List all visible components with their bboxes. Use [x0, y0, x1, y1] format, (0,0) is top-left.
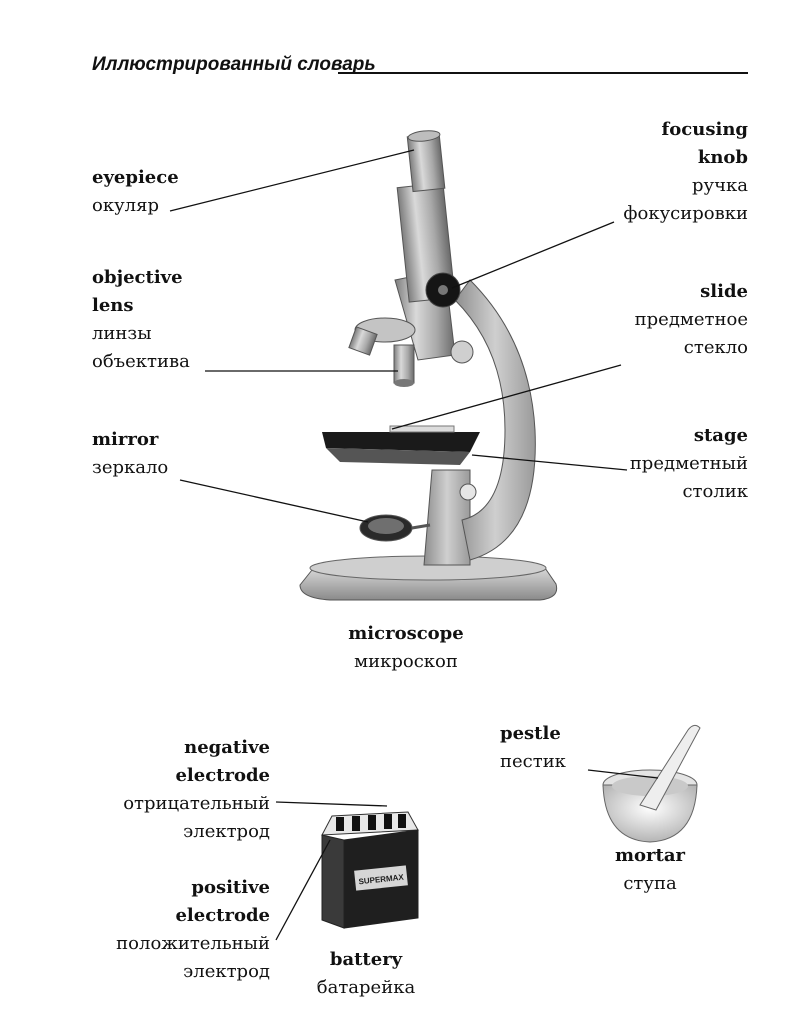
focusing-knob-leader [451, 221, 615, 289]
label-eyepiece: eyepiece окуляр [92, 164, 179, 220]
mirror-en: mirror [92, 429, 159, 450]
battery-en: battery [329, 949, 403, 970]
slide-ru-1: предметное [634, 309, 748, 330]
focusing-knob-ru-2: фокусировки [623, 203, 748, 224]
objective-lens-ru-2: объектива [92, 351, 190, 372]
focusing-knob-en-1: focusing [661, 119, 748, 140]
positive-electrode-en-1: positive [191, 877, 270, 898]
negative-electrode-leader [275, 801, 388, 807]
mirror-ru: зеркало [92, 457, 169, 478]
eyepiece-en: eyepiece [92, 167, 179, 188]
negative-electrode-en-2: electrode [175, 765, 270, 786]
slide-ru-2: стекло [683, 337, 748, 358]
label-focusing-knob: focusing knob ручка фокусировки [623, 116, 748, 228]
eyepiece-ru: окуляр [92, 195, 159, 216]
label-stage: stage предметный столик [630, 422, 748, 506]
label-mortar: mortar ступа [600, 842, 700, 898]
objective-lens-en-1: objective [92, 267, 183, 288]
focusing-knob-en-2: knob [697, 147, 748, 168]
objective-lens-ru-1: линзы [92, 323, 152, 344]
microscope-illustration [299, 130, 558, 601]
page-header: Иллюстрированный словарь [92, 54, 748, 78]
pestle-ru: пестик [500, 751, 566, 772]
positive-electrode-ru-1: положительный [116, 933, 270, 954]
microscope-en: microscope [348, 623, 464, 644]
label-negative-electrode: negative electrode отрицательный электро… [123, 734, 270, 846]
negative-electrode-ru-1: отрицательный [123, 793, 270, 814]
stage-ru-2: столик [682, 481, 748, 502]
slide-en: slide [700, 281, 748, 302]
stage-en: stage [693, 425, 748, 446]
positive-electrode-leader [275, 839, 331, 941]
mortar-pestle-illustration [602, 724, 701, 843]
negative-electrode-ru-2: электрод [183, 821, 270, 842]
label-microscope-title: microscope микроскоп [336, 620, 476, 676]
stage-leader [471, 454, 628, 471]
objective-lens-en-2: lens [92, 295, 134, 316]
positive-electrode-ru-2: электрод [183, 961, 270, 982]
label-mirror: mirror зеркало [92, 426, 168, 482]
microscope-ru: микроскоп [354, 651, 458, 672]
battery-leader-lines [275, 801, 388, 941]
focusing-knob-ru-1: ручка [692, 175, 748, 196]
positive-electrode-en-2: electrode [175, 905, 270, 926]
label-slide: slide предметное стекло [635, 278, 748, 362]
battery-ru: батарейка [316, 977, 416, 998]
mortar-en: mortar [615, 845, 685, 866]
battery-top-stripes [336, 814, 406, 831]
negative-electrode-en-1: negative [184, 737, 270, 758]
microscope-leader-lines [169, 149, 628, 523]
eyepiece-leader [169, 149, 415, 212]
slide-leader [391, 364, 622, 430]
mirror-leader [179, 479, 369, 523]
stage-ru-1: предметный [629, 453, 748, 474]
mortar-ru: ступа [623, 873, 677, 894]
pestle-en: pestle [500, 723, 561, 744]
label-positive-electrode: positive electrode положительный электро… [116, 874, 270, 986]
label-objective-lens: objective lens линзы объектива [92, 264, 190, 376]
header-rule [338, 72, 748, 74]
label-pestle: pestle пестик [500, 720, 566, 776]
pestle-leader [587, 769, 659, 779]
battery-illustration: SUPERMAX [321, 811, 419, 929]
label-battery-title: battery батарейка [306, 946, 426, 1002]
header-title: Иллюстрированный словарь [92, 54, 376, 75]
